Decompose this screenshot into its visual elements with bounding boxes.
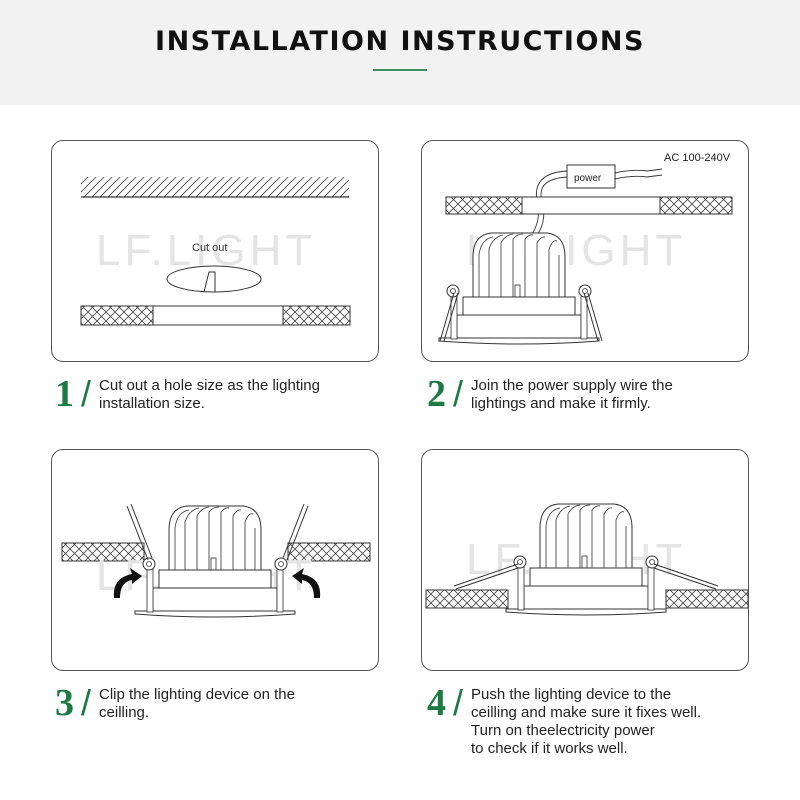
power-box-label: power [574, 173, 602, 184]
clip-diagram: LF.LIGHT [61, 503, 371, 618]
panel-step-3: LF.LIGHT [51, 449, 379, 671]
step-3: 3 / Clip the lighting device on the ceil… [55, 682, 295, 724]
step-slash: / [453, 373, 464, 414]
cut-out-label: Cut out [192, 242, 227, 254]
page-title: INSTALLATION INSTRUCTIONS [155, 26, 645, 57]
step-number: 4 [427, 682, 446, 724]
voltage-label: AC 100-240V [664, 152, 731, 164]
arrow-up-left-icon [292, 568, 321, 598]
step-1: 1 / Cut out a hole size as the lighting … [55, 373, 320, 415]
wiring-diagram: LF.LIGHT AC 100-240V power [438, 152, 733, 345]
push-diagram: LF.LIGHT [425, 503, 748, 616]
step-description: Cut out a hole size as the lighting inst… [99, 377, 320, 412]
step-slash: / [81, 373, 92, 414]
step-4: 4 / Push the lighting device to the ceil… [427, 682, 702, 758]
step-description: Clip the lighting device on the ceilling… [99, 686, 295, 721]
panel-step-1: LF.LIGHT Cut out [51, 140, 379, 362]
title-underline [373, 69, 427, 71]
step-description: Join the power supply wire the lightings… [471, 377, 673, 412]
header-band: INSTALLATION INSTRUCTIONS [0, 0, 800, 105]
step-slash: / [81, 682, 92, 723]
step-number: 2 [427, 373, 446, 415]
step-2: 2 / Join the power supply wire the light… [427, 373, 673, 415]
step-number: 3 [55, 682, 74, 724]
arrow-up-right-icon [113, 568, 142, 598]
step-description: Push the lighting device to the ceilling… [471, 686, 702, 757]
panel-step-4: LF.LIGHT [421, 449, 749, 671]
step-number: 1 [55, 373, 74, 415]
step-slash: / [453, 682, 464, 723]
panel-step-2: LF.LIGHT AC 100-240V power [421, 140, 749, 362]
cut-out-diagram: LF.LIGHT Cut out [80, 177, 351, 326]
